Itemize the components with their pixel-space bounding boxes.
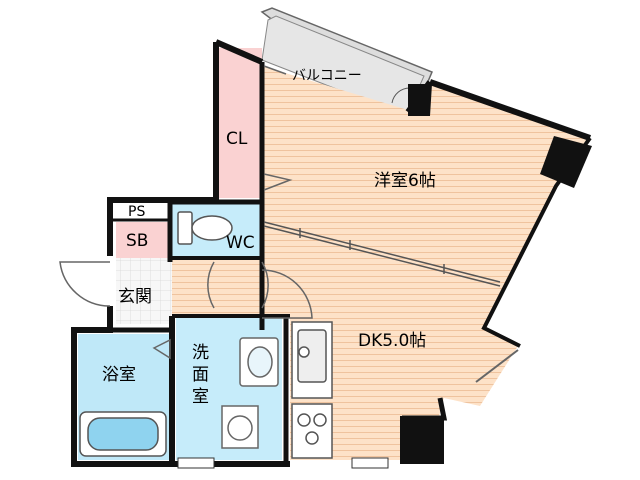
washing-machine-space — [221, 405, 259, 449]
entrance-label: 玄関 — [118, 287, 152, 307]
sliding-partition — [263, 221, 501, 287]
bathtub-fixture — [79, 411, 167, 457]
balcony-label: バルコニー — [292, 68, 362, 84]
washroom-label-1: 洗 — [192, 343, 209, 363]
entrance-area — [116, 258, 172, 324]
bottom-windows — [177, 457, 389, 469]
hall-area — [172, 258, 262, 316]
shoe-box-label: SB — [126, 231, 148, 251]
pipe-space-label: PS — [128, 204, 145, 220]
washroom-label-3: 室 — [192, 387, 209, 407]
dining-kitchen-label: DK5.0帖 — [358, 331, 426, 351]
washbasin-fixture — [239, 337, 279, 387]
closet-label: CL — [226, 129, 248, 149]
kitchen-sink-fixture — [291, 321, 333, 399]
shoebox-area — [116, 222, 170, 258]
toilet-label: WC — [226, 233, 255, 253]
bathroom-label: 浴室 — [102, 365, 136, 385]
column-southeast — [400, 416, 444, 464]
entrance-door-swing — [59, 261, 111, 307]
washroom-label-2: 面 — [192, 365, 209, 385]
pipe-space-area — [116, 202, 170, 220]
toilet-fixture — [177, 211, 233, 245]
column-balcony — [408, 84, 432, 116]
balcony-window — [475, 349, 519, 383]
doors — [59, 65, 519, 383]
dk-door-swing — [261, 269, 313, 319]
balcony-area — [260, 7, 433, 126]
closet-area — [218, 48, 262, 198]
closet-door-indicator — [263, 65, 293, 191]
kitchen-stove-fixture — [291, 403, 333, 459]
bath-door-indicator — [152, 338, 171, 360]
column-east — [540, 136, 592, 188]
western-room-label: 洋室6帖 — [374, 171, 436, 191]
balcony-door-swing — [391, 87, 411, 104]
hall-door-swing — [207, 261, 269, 309]
